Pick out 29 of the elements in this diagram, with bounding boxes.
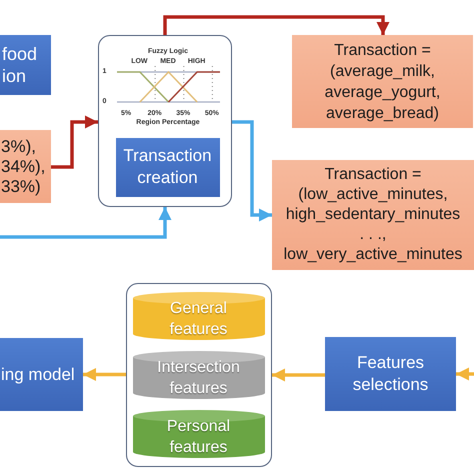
data-box — [0, 130, 51, 203]
connector-arrow — [232, 120, 272, 222]
database-cylinder — [132, 350, 264, 398]
node-label: General features — [168, 298, 228, 340]
node-label: food ion — [1, 43, 38, 87]
database-cylinder — [132, 292, 264, 340]
node-label: Transaction creation — [122, 145, 213, 189]
model-box — [0, 338, 83, 411]
connector-arrow — [163, 15, 390, 35]
node-label: Features selections — [352, 352, 430, 396]
connector-arrow — [456, 368, 474, 380]
process-box — [116, 138, 220, 196]
output-box — [272, 160, 474, 270]
node-label: 3%), 34%), 33%) — [0, 136, 46, 196]
connector-arrow — [83, 368, 126, 381]
node-label: Transaction = (low_active_minutes, high_sedentary_minutes . . ., low_very_active_minutes — [282, 165, 464, 265]
node-label: Transaction = (average_milk, average_yogurt, average_bread) — [324, 40, 442, 124]
database-cylinder — [132, 410, 264, 458]
connector-arrow — [51, 116, 98, 169]
process-panel — [98, 35, 232, 207]
node-label: ing model — [0, 364, 76, 386]
connector-arrow — [0, 207, 172, 239]
node-label: Intersection features — [156, 358, 241, 398]
process-box — [0, 35, 51, 95]
connector-arrow — [272, 368, 325, 382]
feature-group-panel — [126, 283, 272, 467]
node-label: Personal features — [166, 416, 232, 458]
output-box — [292, 35, 473, 128]
process-box — [325, 337, 456, 411]
